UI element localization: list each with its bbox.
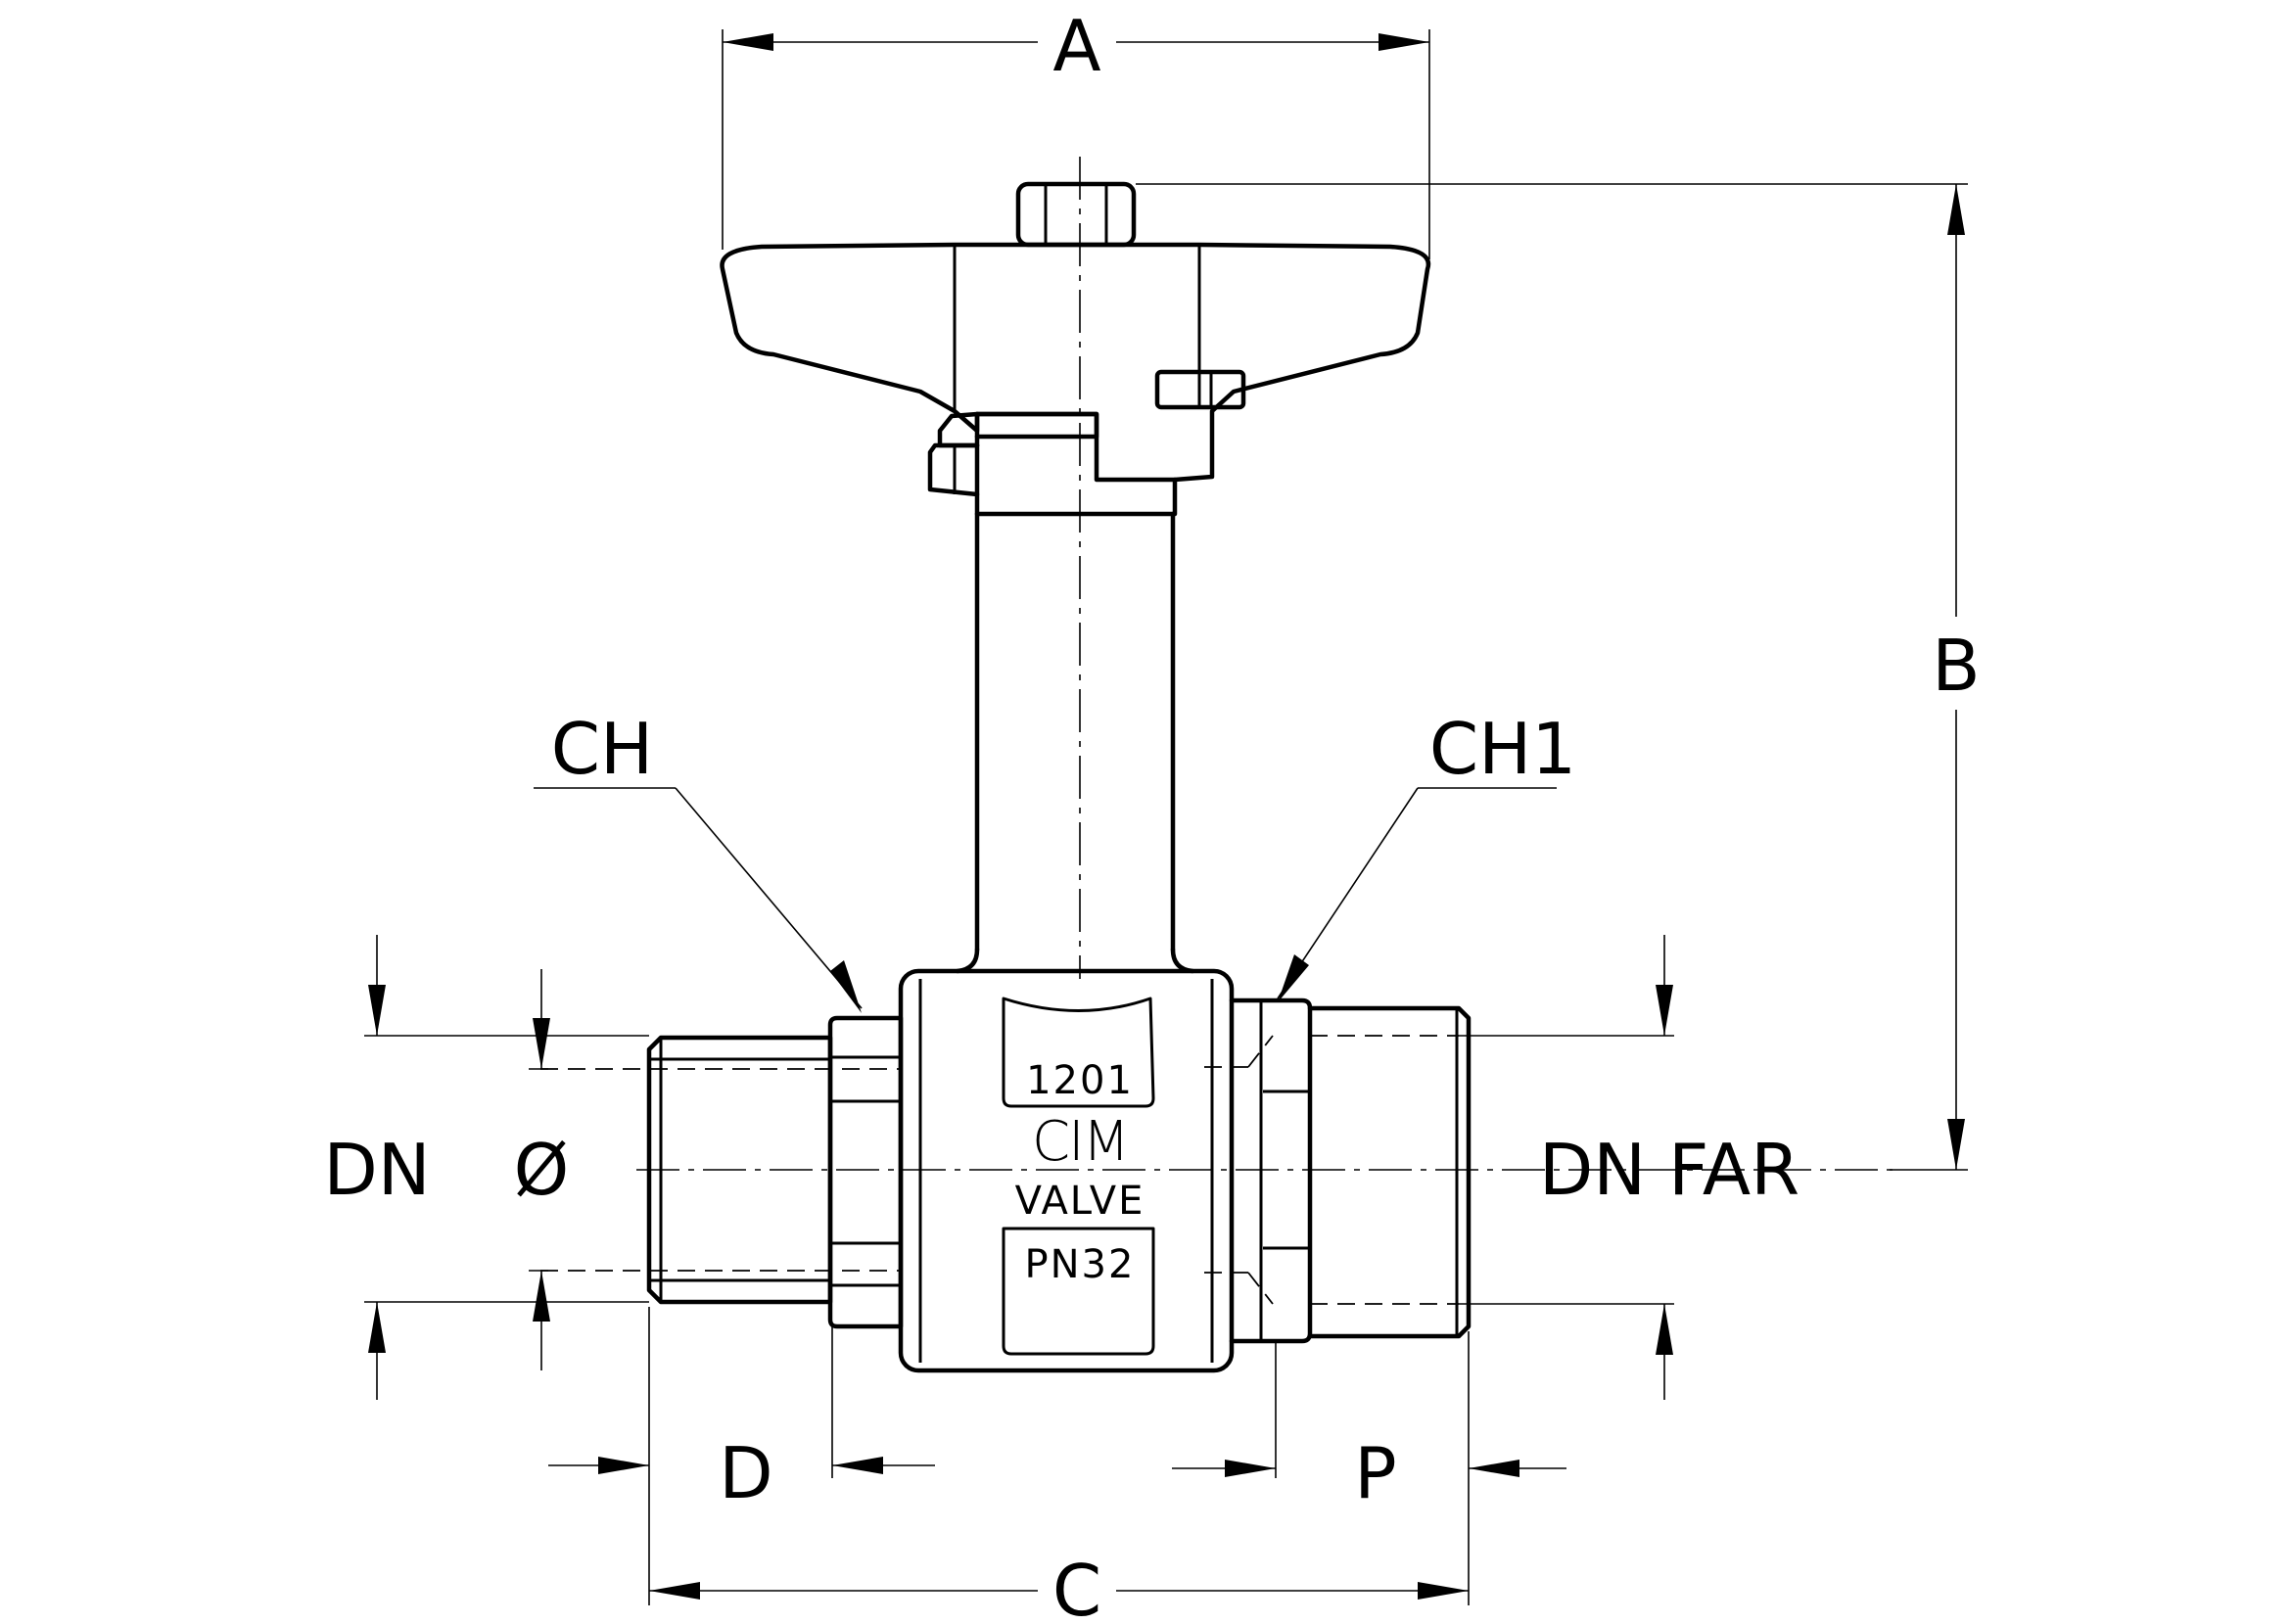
- ch-label: CH: [551, 708, 653, 790]
- dimension-dn-right: [1459, 935, 1674, 1400]
- dim-p-label: P: [1354, 1432, 1396, 1514]
- dim-dn-right-label: DN FAR: [1539, 1129, 1799, 1211]
- t-handle: [720, 181, 1431, 517]
- dim-d-label: D: [719, 1432, 772, 1514]
- leader-ch: [534, 787, 863, 1013]
- leader-ch1: [1277, 787, 1557, 1002]
- left-connection: [540, 1015, 904, 1329]
- ch1-label: CH1: [1429, 708, 1576, 790]
- dim-dn-left-label: DN: [323, 1129, 430, 1211]
- right-female-thread: [1307, 1005, 1472, 1339]
- dim-a-label: A: [1052, 5, 1100, 87]
- marking-plate-bottom: [1002, 1227, 1155, 1356]
- right-connection: [1204, 998, 1472, 1344]
- dimension-a: [722, 29, 1430, 259]
- locking-tab: [1154, 369, 1246, 410]
- valve-label: VALVE: [1015, 1179, 1145, 1224]
- valve-stem: [955, 511, 1195, 974]
- dimension-dn-left: [364, 935, 649, 1400]
- dim-c-label: C: [1052, 1550, 1101, 1619]
- dimension-d: [548, 1326, 935, 1478]
- handle-collar: [974, 411, 1099, 440]
- dim-b-label: B: [1932, 625, 1980, 707]
- dimension-b: [1136, 183, 1968, 1171]
- stem-housing: [974, 434, 1178, 517]
- brand-logo: CIM: [1032, 1110, 1128, 1174]
- dimension-p: [1172, 1343, 1566, 1478]
- left-hex: [827, 1015, 904, 1329]
- pressure-rating: PN32: [1025, 1242, 1136, 1287]
- dim-bore-label: Ø: [514, 1129, 570, 1211]
- handle-clip: [927, 442, 980, 497]
- dimension-bore: [529, 969, 550, 1370]
- stem-nut: [1015, 181, 1137, 248]
- marking-plate-top: [1002, 997, 1155, 1108]
- right-hex: [1229, 998, 1313, 1344]
- model-number: 1201: [1026, 1058, 1134, 1103]
- handle-wings: [720, 242, 1431, 483]
